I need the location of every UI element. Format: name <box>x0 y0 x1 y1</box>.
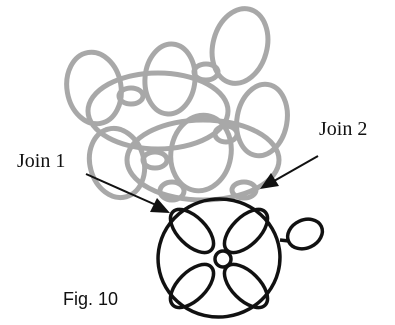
small-ring <box>157 179 187 203</box>
side-ring-stem <box>279 238 290 243</box>
outer-ring <box>156 197 282 319</box>
join1-arrowhead <box>150 198 170 213</box>
small-ring <box>229 179 259 201</box>
join2-label: Join 2 <box>319 118 367 140</box>
join1-label: Join 1 <box>17 150 65 172</box>
ring <box>168 112 234 194</box>
side-ring <box>285 217 325 251</box>
join2-arrowhead <box>260 173 279 189</box>
previous-motif-group <box>64 6 290 203</box>
ring <box>64 49 124 127</box>
small-ring <box>191 61 221 83</box>
small-ring <box>140 149 170 171</box>
new-motif-group <box>156 197 325 319</box>
small-ring <box>116 85 146 107</box>
ring <box>142 41 198 117</box>
chain-ring <box>85 70 231 152</box>
figure-caption: Fig. 10 <box>63 289 118 309</box>
arrow-group <box>85 155 319 213</box>
join1-arrow-line <box>85 173 157 206</box>
ring <box>209 6 271 86</box>
center-ring <box>213 249 233 269</box>
ring <box>234 81 290 159</box>
small-ring <box>212 123 240 145</box>
inner-petal <box>168 262 216 310</box>
join2-arrow-line <box>273 155 319 182</box>
inner-petal <box>168 207 216 255</box>
